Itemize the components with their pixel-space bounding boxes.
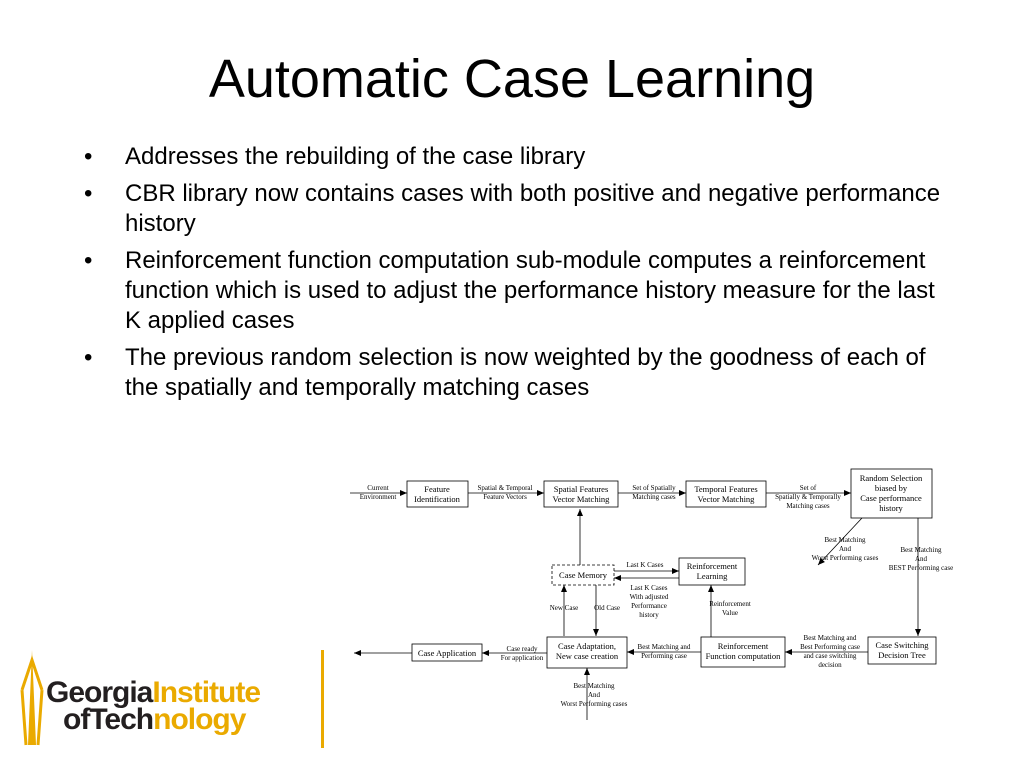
bullet-text: Addresses the rebuilding of the case lib… — [125, 143, 586, 170]
label-last-k-cases: Last K Cases — [627, 561, 664, 569]
feature-identification-box — [406, 480, 469, 508]
bullet-item: • Reinforcement function computation sub-… — [84, 246, 954, 336]
campanile-frame — [20, 655, 44, 746]
label-old-case: Old Case — [594, 604, 620, 612]
case-adaptation-box — [546, 636, 628, 669]
bullet-text: Reinforcement function computation sub-m… — [125, 247, 935, 334]
logo-line-2: ofTechnology — [63, 703, 247, 736]
case-application-box — [411, 643, 483, 662]
bullet-list: • Addresses the rebuilding of the case li… — [84, 142, 954, 410]
campanile-spire — [28, 650, 36, 745]
case-memory-box — [551, 564, 615, 586]
bullet-text: CBR library now contains cases with both… — [125, 180, 941, 237]
logo-line-1: GeorgiaInstitute — [46, 676, 260, 709]
bullet-marker: • — [84, 143, 93, 170]
diagram-box-frames — [406, 468, 937, 669]
case-switching-box — [867, 636, 937, 665]
temporal-matching-box — [685, 480, 767, 508]
bullet-text: The previous random selection is now wei… — [125, 344, 926, 401]
bullet-marker: • — [84, 344, 93, 371]
campanile-icon — [20, 650, 44, 746]
case-application-text: Case Application — [418, 648, 477, 658]
logo-georgia: Georgia — [46, 676, 154, 709]
bullet-item: • Addresses the rebuilding of the case li… — [84, 142, 954, 172]
random-selection-box — [850, 468, 933, 519]
logo-divider — [321, 650, 324, 748]
logo-tech: Tech — [89, 703, 153, 736]
arrow-random-to-adaptation — [817, 517, 863, 566]
logo-institute: Institute — [152, 676, 260, 709]
reinforcement-learning-box — [678, 557, 746, 586]
spatial-matching-box — [543, 480, 619, 508]
georgia-tech-logo: GeorgiaInstitute ofTechnology — [20, 650, 324, 748]
bullet-marker: • — [84, 180, 93, 207]
bullet-item: • CBR library now contains cases with bot… — [84, 179, 954, 239]
bullet-item: • The previous random selection is now we… — [84, 343, 954, 403]
logo-nology: nology — [153, 703, 247, 736]
slide-title: Automatic Case Learning — [208, 49, 816, 109]
case-adaptation-text: Case Adaptation,New case creation — [556, 641, 619, 661]
logo-of: of — [63, 703, 91, 736]
label-new-case: New Case — [550, 604, 579, 612]
case-memory-text: Case Memory — [559, 570, 608, 580]
bullet-marker: • — [84, 247, 93, 274]
reinforcement-computation-box — [700, 636, 786, 668]
diagram-connectors — [350, 490, 921, 720]
